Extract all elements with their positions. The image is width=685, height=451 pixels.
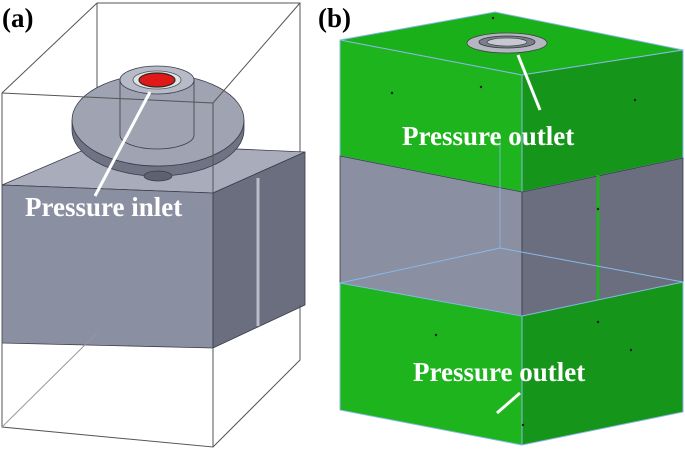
panel-a: Pressure inlet (a)	[1, 2, 306, 448]
upper-outlet-leader-line	[516, 54, 542, 111]
pressure-inlet-label: Pressure inlet	[25, 192, 182, 222]
lower-outlet-region	[339, 281, 684, 446]
pressure-outlet-label-upper: Pressure outlet	[402, 121, 574, 151]
panel-b: Pressure outlet Pressure outlet (b)	[318, 3, 684, 446]
inlet-leader-line	[93, 91, 152, 197]
cylindrical-nozzle	[119, 65, 195, 150]
lower-outlet-leader-line	[496, 391, 521, 415]
panel-b-tag: (b)	[318, 3, 351, 33]
top-outlet-ring	[466, 32, 548, 54]
panel-a-tag: (a)	[2, 3, 33, 33]
pressure-outlet-label-lower: Pressure outlet	[413, 357, 585, 387]
bounding-box-front-edges	[1, 2, 301, 448]
face-markers	[390, 16, 637, 427]
inlet-face	[138, 72, 176, 88]
middle-solid-block	[339, 140, 684, 317]
